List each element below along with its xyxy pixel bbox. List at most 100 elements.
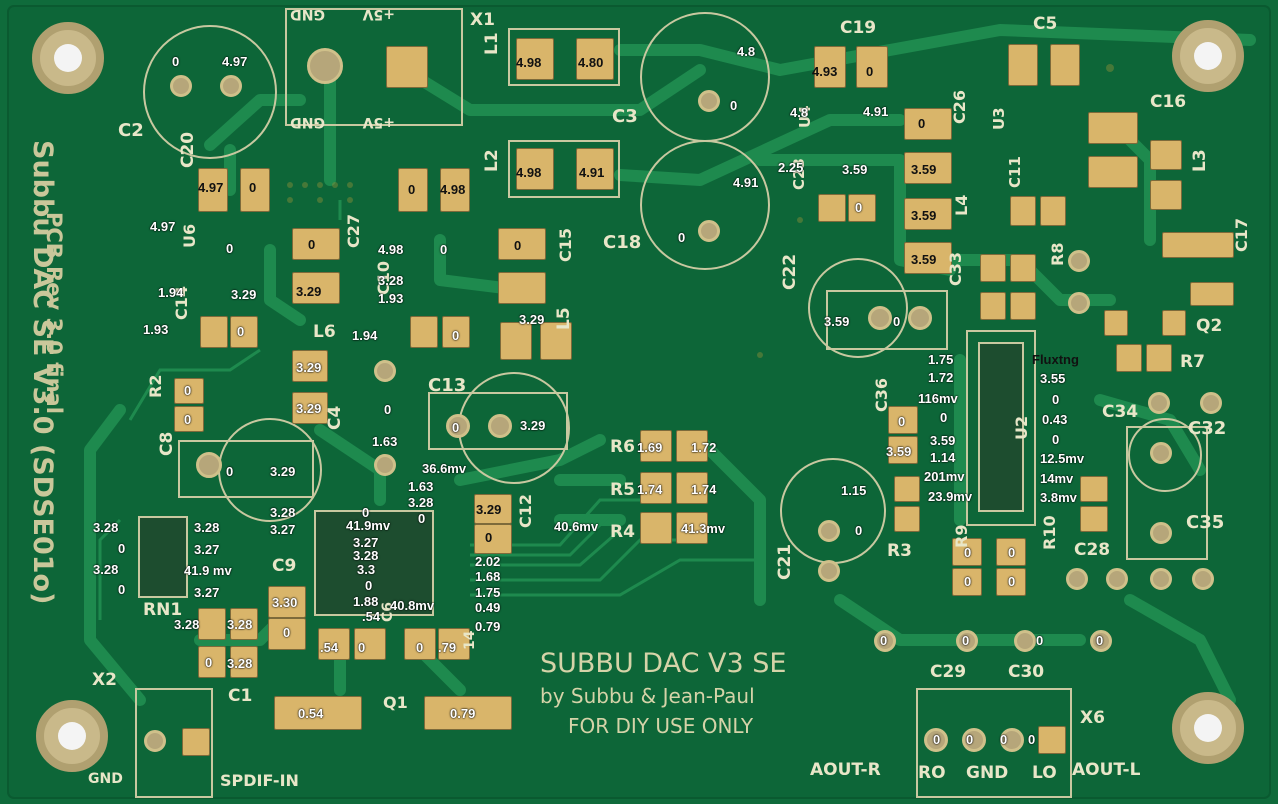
- voltage-reading: 0.54: [298, 706, 324, 721]
- through-hole: [868, 306, 892, 330]
- c23-pad-2: [848, 194, 876, 222]
- silkscreen-label: Q1: [383, 693, 408, 712]
- voltage-reading: Fluxtng: [1032, 352, 1079, 367]
- mounting-hole-top-left: [32, 22, 104, 94]
- voltage-reading: 3.59: [911, 208, 937, 223]
- silkscreen-label: C13: [428, 375, 467, 396]
- c1-pad-1: [198, 608, 226, 640]
- spdif-gnd-pin: [144, 730, 166, 752]
- through-hole: [170, 75, 192, 97]
- silkscreen-label: C27: [344, 213, 363, 248]
- voltage-reading: 0: [205, 655, 213, 670]
- silkscreen-label: X6: [1080, 708, 1105, 728]
- c28-pad-2: [1080, 506, 1108, 532]
- c5-pad-2: [1050, 44, 1080, 86]
- voltage-reading: 36.6mv: [422, 461, 467, 476]
- voltage-reading: 3.59: [911, 162, 937, 177]
- x2-spdif-connector-outline: [135, 688, 213, 798]
- c3-capacitor-outline: [640, 12, 770, 142]
- voltage-reading: 0: [452, 420, 460, 435]
- voltage-reading: 0.43: [1042, 412, 1068, 427]
- l6-pad-2: [292, 392, 328, 424]
- voltage-reading: 0: [452, 328, 460, 343]
- through-hole: [1200, 392, 1222, 414]
- c15-pad-2: [498, 272, 546, 304]
- silkscreen-label: R8: [1048, 242, 1067, 266]
- c1-pad-2: [230, 608, 258, 640]
- voltage-reading: 0: [966, 732, 974, 747]
- c14b-pad-1: [404, 628, 436, 660]
- voltage-reading: 0: [940, 410, 948, 425]
- silkscreen-label: C20: [178, 131, 198, 168]
- c7-pad-2: [440, 168, 470, 212]
- l2-pad-1: [516, 148, 554, 190]
- silkscreen-label: X2: [92, 670, 117, 690]
- silkscreen-label: +5V: [362, 6, 395, 22]
- l5-pad-2: [540, 322, 572, 360]
- silkscreen-label: R6: [610, 437, 635, 457]
- x6-pin-ro: [924, 728, 948, 752]
- voltage-reading: 3.29: [476, 502, 502, 517]
- c20-pad-2: [240, 168, 270, 212]
- voltage-reading: 0: [118, 582, 126, 597]
- silkscreen-label: L1: [482, 32, 502, 55]
- r7-pad-2: [1146, 344, 1172, 372]
- voltage-reading: 0: [1000, 732, 1008, 747]
- voltage-reading: 3.29: [296, 401, 322, 416]
- voltage-reading: 0: [172, 54, 180, 69]
- voltage-reading: 0: [485, 530, 493, 545]
- voltage-reading: 3.29: [519, 312, 545, 327]
- silkscreen-label: L2: [482, 149, 502, 172]
- silkscreen-label: RN1: [143, 600, 183, 620]
- silkscreen-label: R4: [610, 522, 635, 542]
- mounting-hole-top-right: [1172, 20, 1244, 92]
- voltage-reading: .54: [362, 609, 381, 624]
- through-hole: [1192, 568, 1214, 590]
- c21-capacitor-outline: [780, 458, 886, 564]
- silkscreen-label: GND: [290, 114, 325, 130]
- c29-pin-1: [874, 630, 896, 652]
- through-hole: [698, 90, 720, 112]
- voltage-reading: 1.93: [378, 291, 404, 306]
- c9-pad-1: [268, 586, 306, 618]
- c13-body-outline: [428, 392, 568, 450]
- voltage-reading: 0: [308, 237, 316, 252]
- r9-pad-1: [952, 538, 982, 566]
- c36-pad-1: [888, 406, 918, 434]
- through-hole: [196, 452, 222, 478]
- r4-pad-1: [640, 512, 672, 544]
- q1-pad-2: [424, 696, 512, 730]
- voltage-reading: 0: [365, 578, 373, 593]
- voltage-reading: 4.98: [378, 242, 404, 257]
- voltage-reading: 4.91: [579, 165, 605, 180]
- silkscreen-label: U2: [1012, 415, 1031, 440]
- through-hole: [374, 360, 396, 382]
- voltage-reading: 1.88: [353, 594, 379, 609]
- through-hole: [220, 75, 242, 97]
- q2-pad-1: [1104, 310, 1128, 336]
- u2-opamp-chip: [978, 342, 1024, 512]
- silkscreen-label: C19: [840, 18, 877, 38]
- voltage-reading: 3.28: [378, 273, 404, 288]
- silkscreen-label: C12: [516, 493, 535, 528]
- silkscreen-label: R7: [1180, 352, 1205, 372]
- voltage-reading: 3.28: [408, 495, 434, 510]
- voltage-reading: 0: [918, 116, 926, 131]
- voltage-reading: 1.94: [158, 285, 184, 300]
- through-hole: [698, 220, 720, 242]
- silkscreen-label: C21: [775, 543, 795, 580]
- voltage-reading: 3.30: [272, 595, 298, 610]
- c23-pad-1: [818, 194, 846, 222]
- board-byline: by Subbu & Jean-Paul: [540, 684, 755, 708]
- silkscreen-label: C22: [780, 253, 800, 290]
- voltage-reading: 2.02: [475, 554, 501, 569]
- voltage-reading: 0: [1008, 545, 1016, 560]
- voltage-reading: 0: [226, 241, 234, 256]
- silkscreen-label: C26: [950, 89, 969, 124]
- c33-pad-1: [980, 292, 1006, 320]
- c19-pad-1: [814, 46, 846, 88]
- voltage-reading: 3.27: [353, 535, 379, 550]
- c6-pad-2: [354, 628, 386, 660]
- voltage-reading: 3.28: [227, 617, 253, 632]
